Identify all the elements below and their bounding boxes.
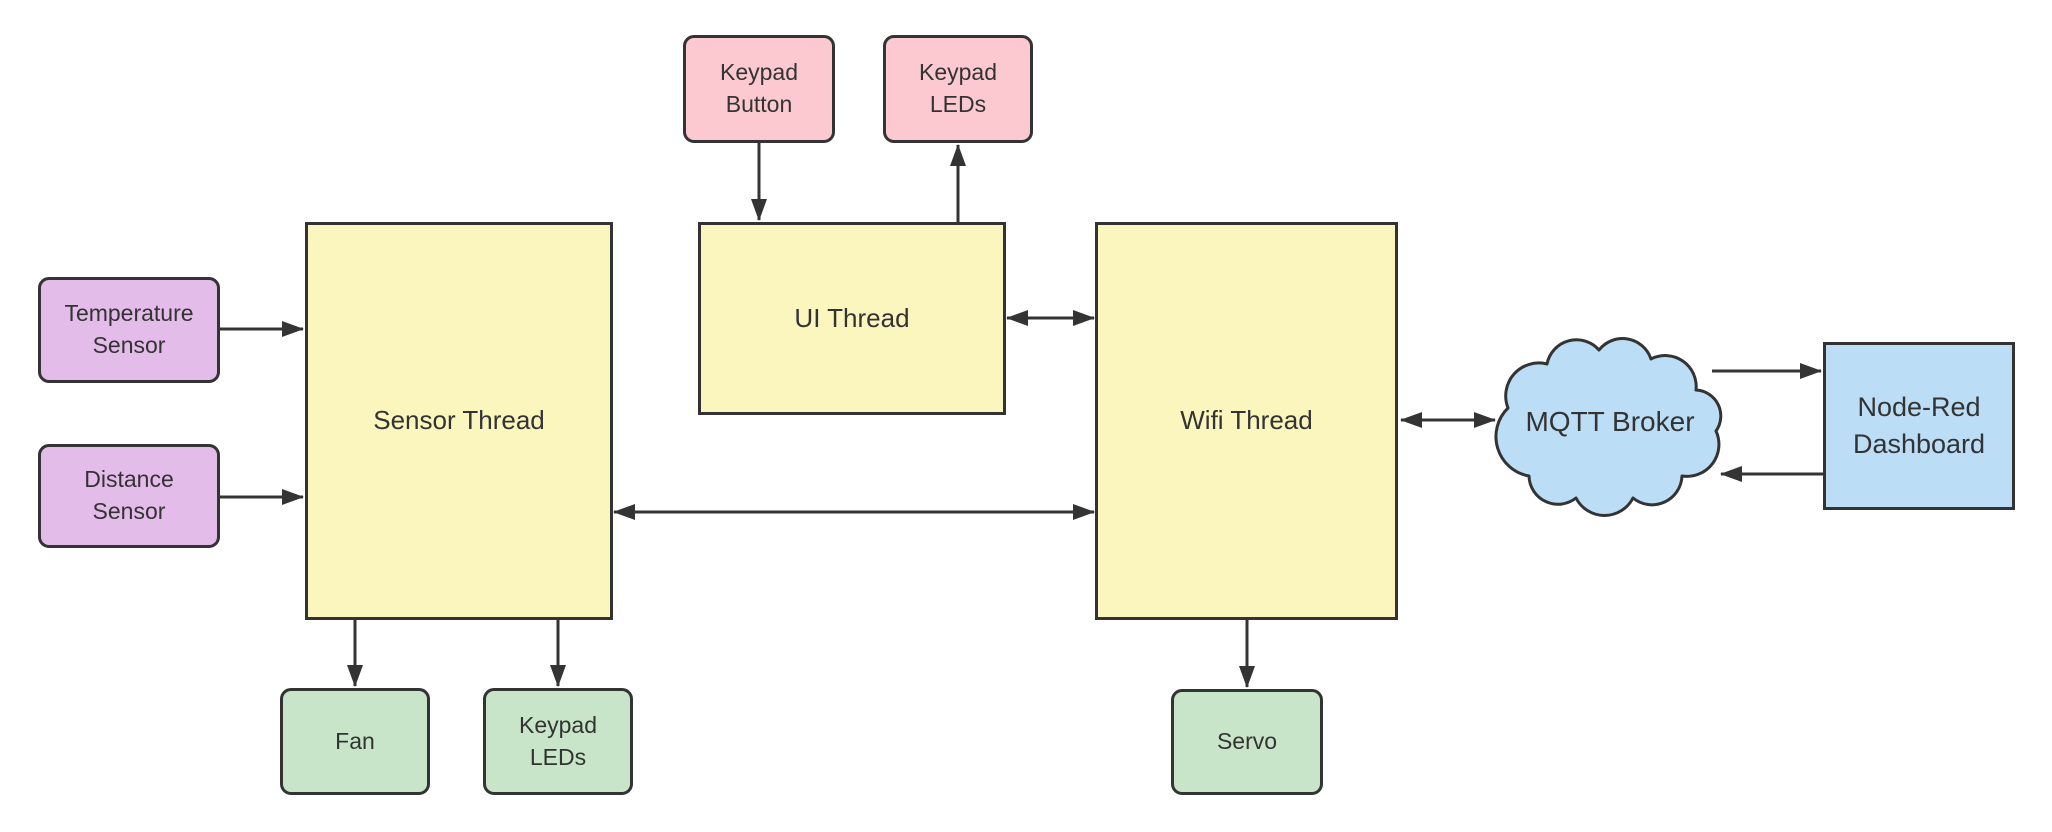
- node-servo: Servo: [1171, 689, 1323, 795]
- node-label-keypad-button: Keypad Button: [719, 59, 798, 117]
- node-label-fan: Fan: [335, 727, 375, 754]
- node-fan: Fan: [280, 688, 430, 795]
- node-label-keypad-leds-top: Keypad LEDs: [918, 59, 997, 117]
- node-keypad-leds-top: Keypad LEDs: [883, 35, 1033, 143]
- node-ui-thread: UI Thread: [698, 222, 1006, 415]
- node-keypad-leds-bottom: Keypad LEDs: [483, 688, 633, 795]
- node-wifi-thread: Wifi Thread: [1095, 222, 1398, 620]
- node-label-temperature-sensor: Temperature Sensor: [64, 300, 194, 358]
- node-sensor-thread: Sensor Thread: [305, 222, 613, 620]
- node-label-mqtt-broker: MQTT Broker: [1525, 405, 1695, 437]
- node-label-wifi-thread: Wifi Thread: [1180, 405, 1313, 436]
- node-node-red-dashboard: Node-Red Dashboard: [1823, 342, 2015, 510]
- node-mqtt-broker: MQTT Broker: [1497, 332, 1723, 512]
- node-distance-sensor: Distance Sensor: [38, 444, 220, 548]
- node-label-ui-thread: UI Thread: [794, 302, 910, 333]
- node-label-node-red-dashboard: Node-Red Dashboard: [1852, 391, 1986, 459]
- node-label-distance-sensor: Distance Sensor: [84, 466, 174, 524]
- node-keypad-button: Keypad Button: [683, 35, 835, 143]
- node-label-keypad-leds-bottom: Keypad LEDs: [518, 711, 597, 770]
- node-label-sensor-thread: Sensor Thread: [373, 405, 545, 436]
- node-label-servo: Servo: [1216, 728, 1278, 755]
- node-temperature-sensor: Temperature Sensor: [38, 277, 220, 383]
- mqtt-broker-cloud-shape: [1494, 337, 1723, 517]
